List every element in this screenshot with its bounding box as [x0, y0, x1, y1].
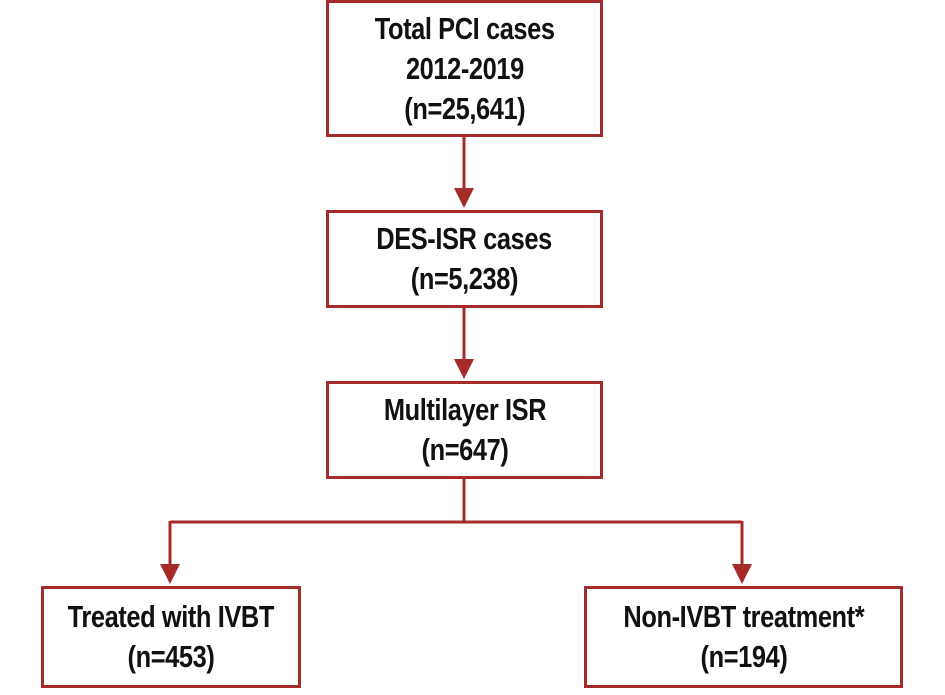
ivbt-count: (n=453): [127, 639, 215, 674]
total-title: Total PCI cases: [374, 10, 555, 46]
total-count: (n=25,641): [404, 90, 525, 126]
arrowhead-ivbt: [160, 564, 180, 584]
box-multilayer-isr: Multilayer ISR (n=647): [326, 381, 603, 479]
box-total-pci-cases: Total PCI cases 2012-2019 (n=25,641): [326, 0, 603, 137]
arrowhead-multilayer: [454, 359, 474, 379]
arrowhead-des: [454, 188, 474, 208]
total-years: 2012-2019: [405, 50, 524, 86]
arrowhead-non-ivbt: [732, 564, 752, 584]
non-ivbt-count: (n=194): [700, 639, 787, 674]
non-ivbt-title: Non-IVBT treatment*: [623, 599, 864, 634]
box-treated-with-ivbt: Treated with IVBT (n=453): [41, 586, 301, 688]
box-des-isr-cases: DES-ISR cases (n=5,238): [326, 210, 603, 308]
ivbt-title: Treated with IVBT: [67, 599, 275, 634]
box-non-ivbt-treatment: Non-IVBT treatment* (n=194): [584, 586, 903, 688]
multilayer-count: (n=647): [421, 432, 508, 467]
multilayer-title: Multilayer ISR: [383, 392, 546, 427]
des-title: DES-ISR cases: [376, 221, 553, 256]
des-count: (n=5,238): [410, 261, 519, 296]
